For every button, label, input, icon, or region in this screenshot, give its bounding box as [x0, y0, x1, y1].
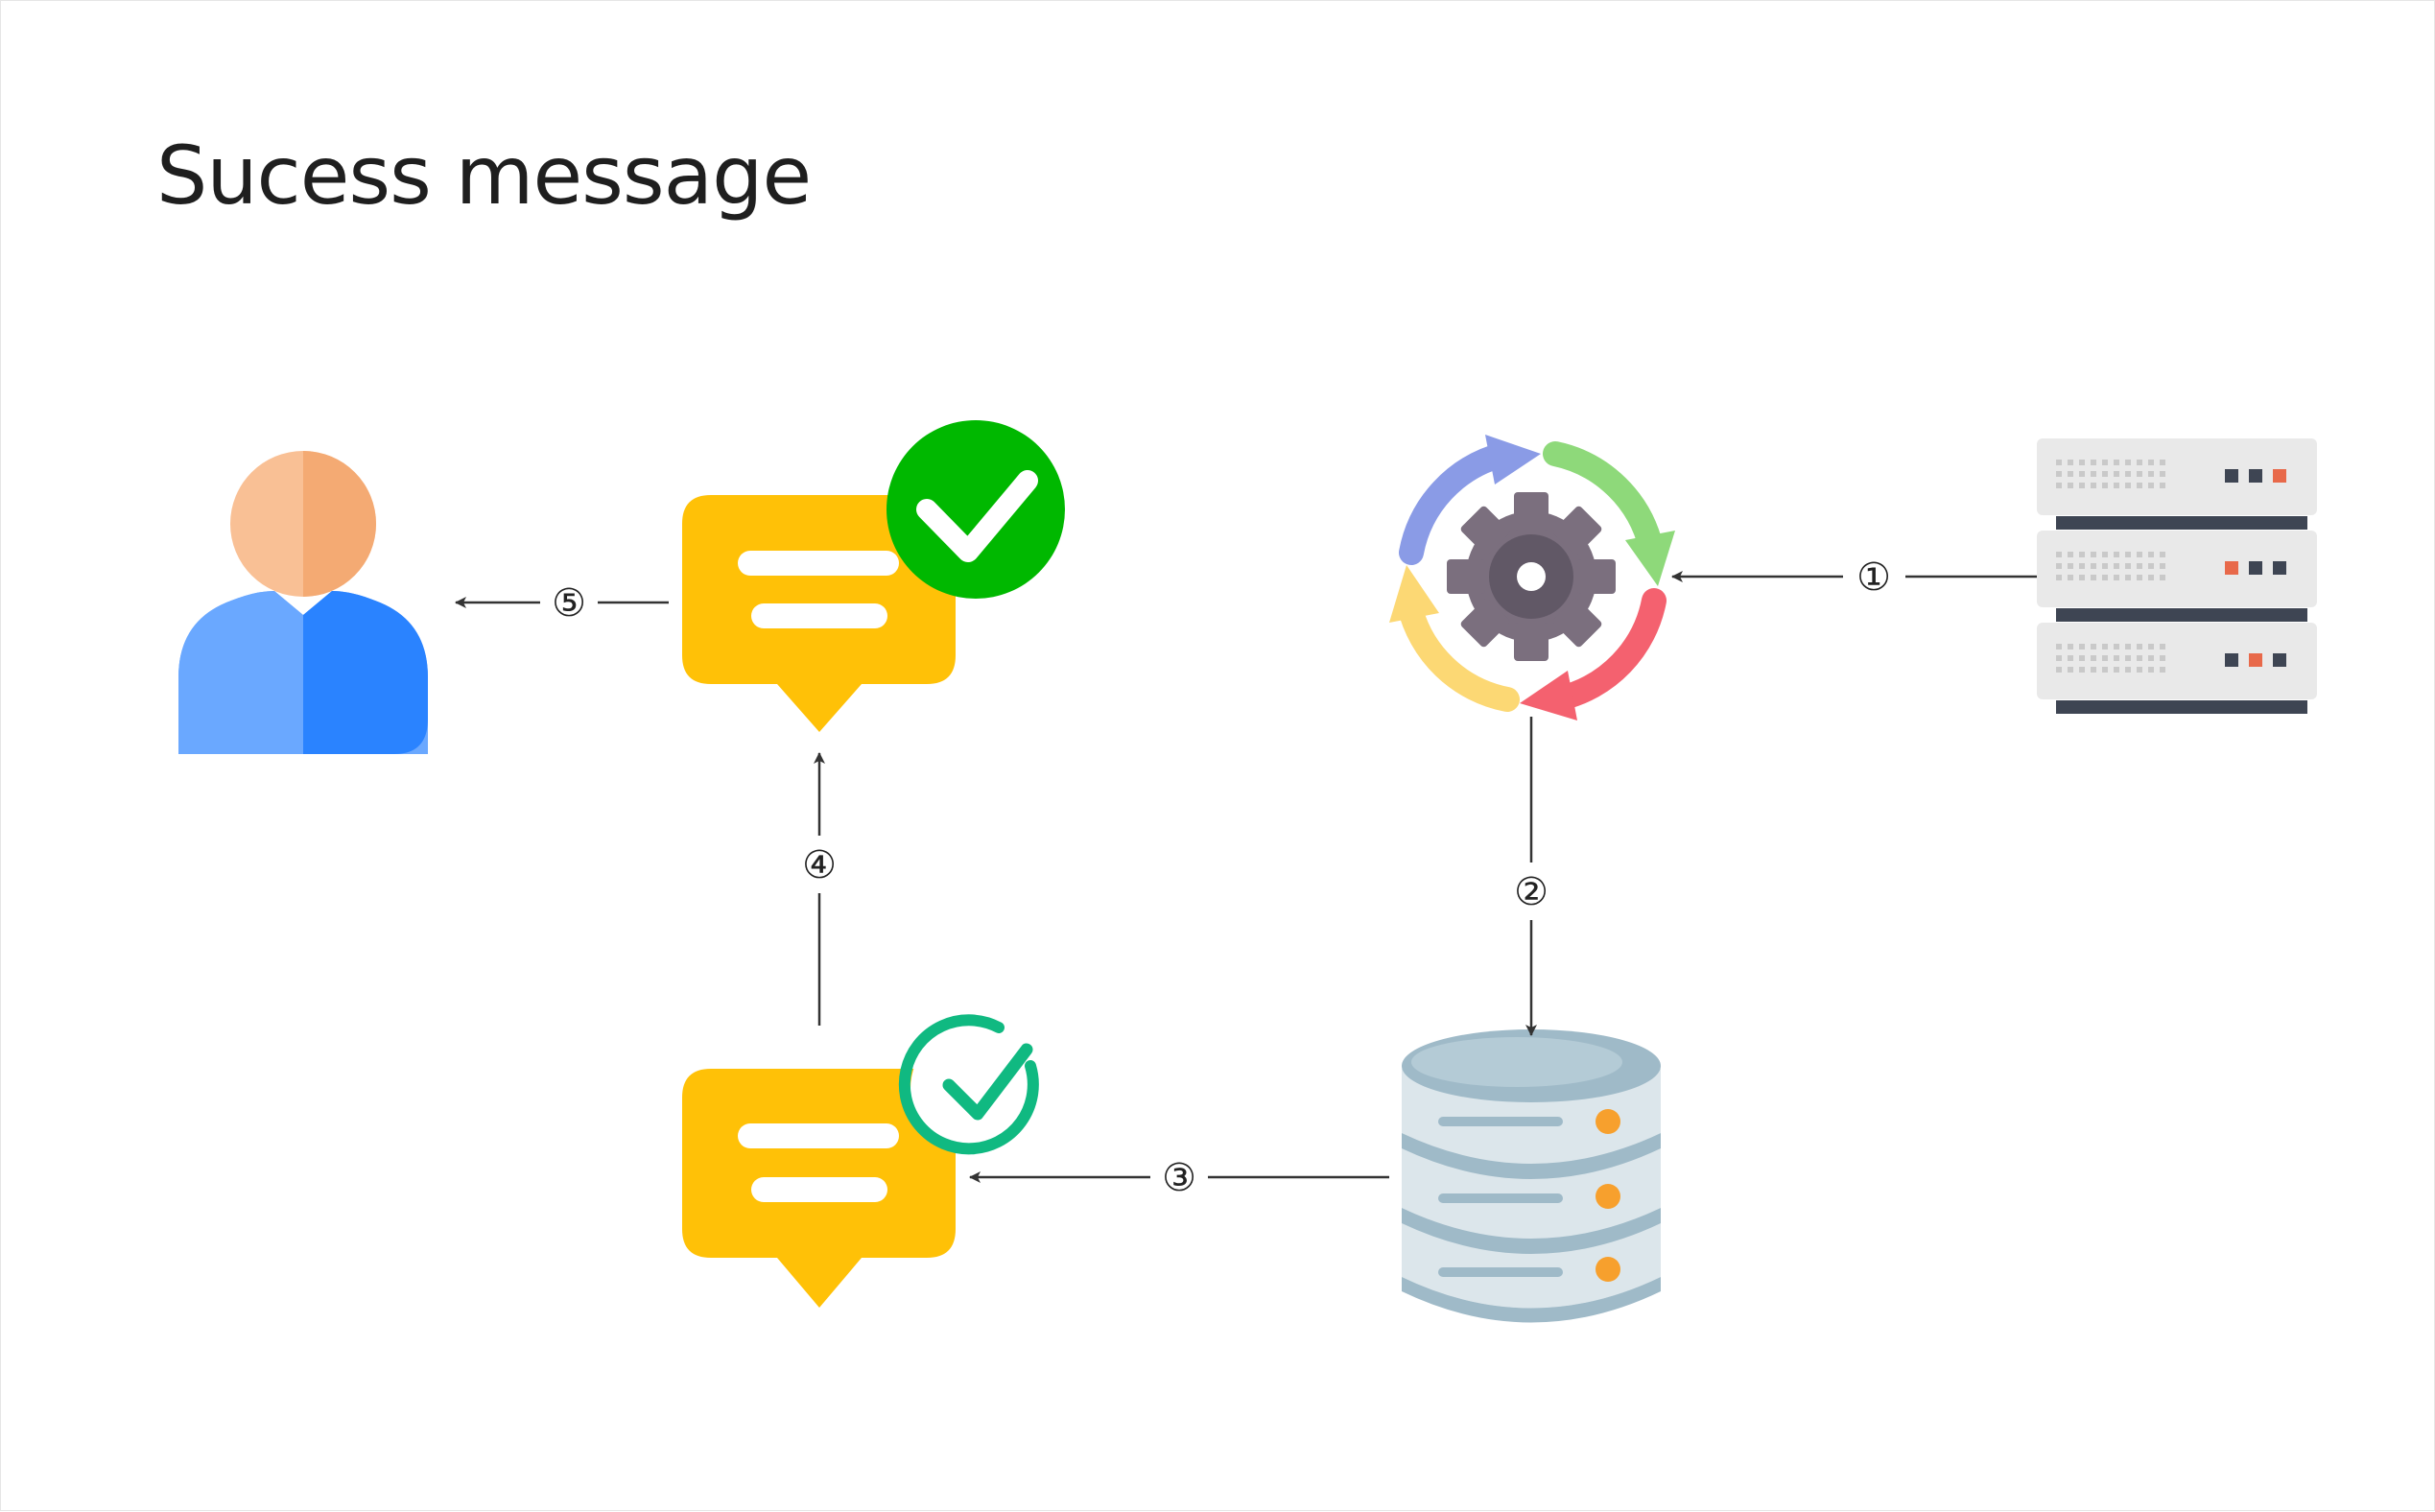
step-1-label: ①	[1856, 555, 1891, 600]
database-icon	[1402, 1029, 1661, 1323]
page-title: Sucess message	[156, 129, 812, 223]
connector-step-1: ①	[1671, 555, 2037, 600]
step-5-label: ⑤	[552, 581, 586, 626]
step-2-label: ②	[1514, 870, 1548, 914]
step-3-label: ③	[1162, 1156, 1196, 1200]
connector-step-5: ⑤	[455, 581, 669, 626]
server-rack-icon	[2037, 438, 2317, 714]
check-circle-outline-icon	[898, 1014, 1041, 1155]
success-check-icon	[887, 420, 1065, 599]
connector-step-4: ④	[802, 752, 837, 1026]
connector-step-2: ②	[1514, 717, 1548, 1036]
user-icon	[178, 451, 428, 754]
success-message-icon	[682, 420, 1065, 732]
gear-cycle-icon	[1389, 435, 1675, 721]
message-check-icon	[682, 1014, 1041, 1308]
step-4-label: ④	[802, 843, 837, 887]
connector-step-3: ③	[969, 1156, 1389, 1200]
